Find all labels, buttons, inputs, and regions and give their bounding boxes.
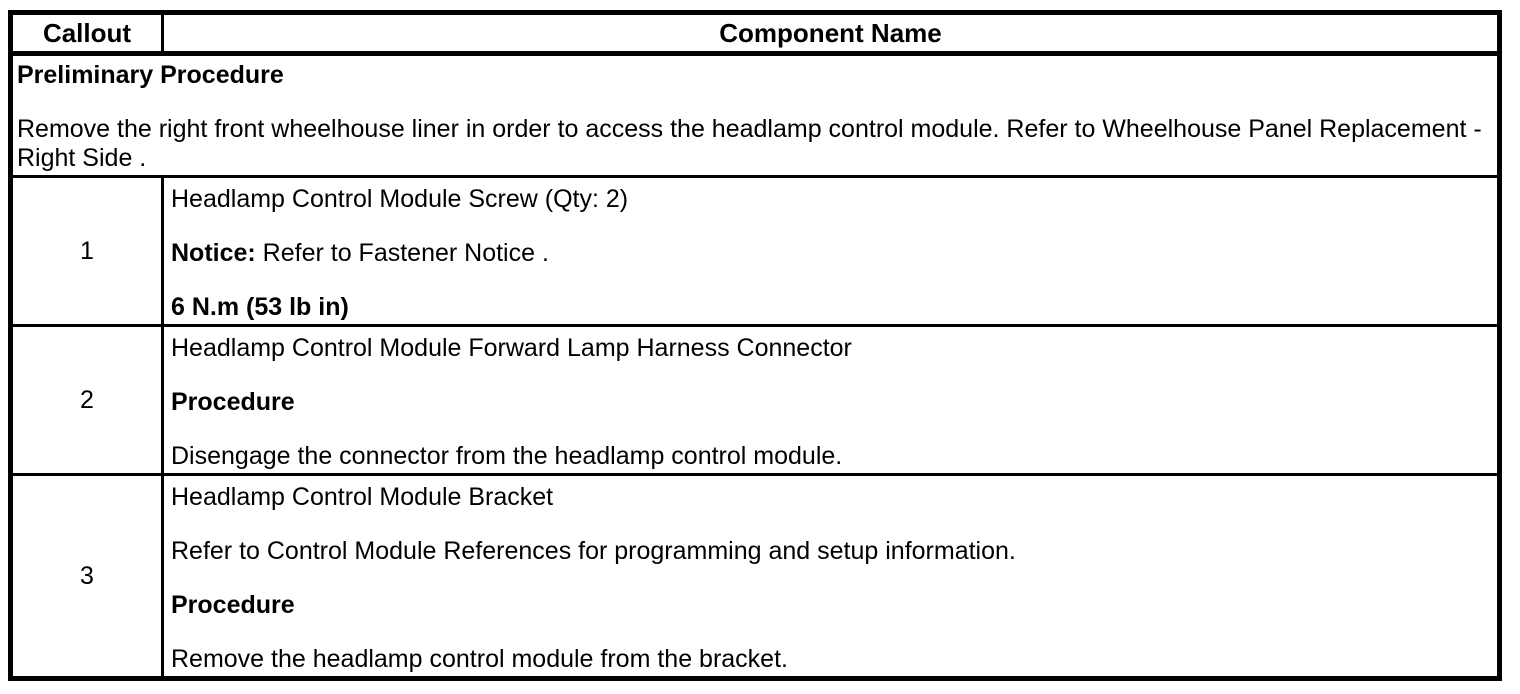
callout-number: 3 [9, 473, 164, 680]
callout-column-header: Callout [9, 11, 164, 56]
callout-row-2: 2 Headlamp Control Module Forward Lamp H… [9, 324, 1501, 476]
procedure-label: Procedure [171, 388, 295, 416]
notice-text: Notice: Refer to Fastener Notice . [171, 239, 1491, 268]
component-name-cell: Headlamp Control Module Screw (Qty: 2) N… [161, 175, 1501, 327]
reference-text: Refer to Control Module References for p… [171, 537, 1016, 565]
notice-label: Notice: [171, 239, 256, 267]
component-name-cell: Headlamp Control Module Forward Lamp Har… [161, 324, 1501, 476]
callout-row-3: 3 Headlamp Control Module Bracket Refer … [9, 473, 1501, 680]
preliminary-procedure-cell: Preliminary Procedure Remove the right f… [9, 52, 1501, 178]
preliminary-procedure-text: Remove the right front wheelhouse liner … [17, 115, 1482, 172]
component-name-cell: Headlamp Control Module Bracket Refer to… [161, 473, 1501, 680]
procedure-text: Remove the headlamp control module from … [171, 645, 788, 673]
preliminary-procedure-row: Preliminary Procedure Remove the right f… [9, 52, 1501, 178]
callout-number: 1 [9, 175, 164, 327]
component-name-column-header: Component Name [161, 11, 1501, 56]
procedure-label: Procedure [171, 591, 295, 619]
callout-row-1: 1 Headlamp Control Module Screw (Qty: 2)… [9, 175, 1501, 327]
component-name-text: Headlamp Control Module Forward Lamp Har… [171, 334, 852, 362]
torque-spec: 6 N.m (53 lb in) [171, 293, 349, 321]
preliminary-procedure-title: Preliminary Procedure [17, 61, 284, 89]
callout-number: 2 [9, 324, 164, 476]
callout-component-table: Callout Component Name Preliminary Proce… [8, 10, 1502, 681]
component-name-text: Headlamp Control Module Bracket [171, 483, 554, 511]
procedure-text: Disengage the connector from the headlam… [171, 442, 843, 470]
notice-body: Refer to Fastener Notice . [255, 239, 549, 267]
component-name-text: Headlamp Control Module Screw (Qty: 2) [171, 185, 629, 213]
header-row: Callout Component Name [9, 11, 1501, 56]
